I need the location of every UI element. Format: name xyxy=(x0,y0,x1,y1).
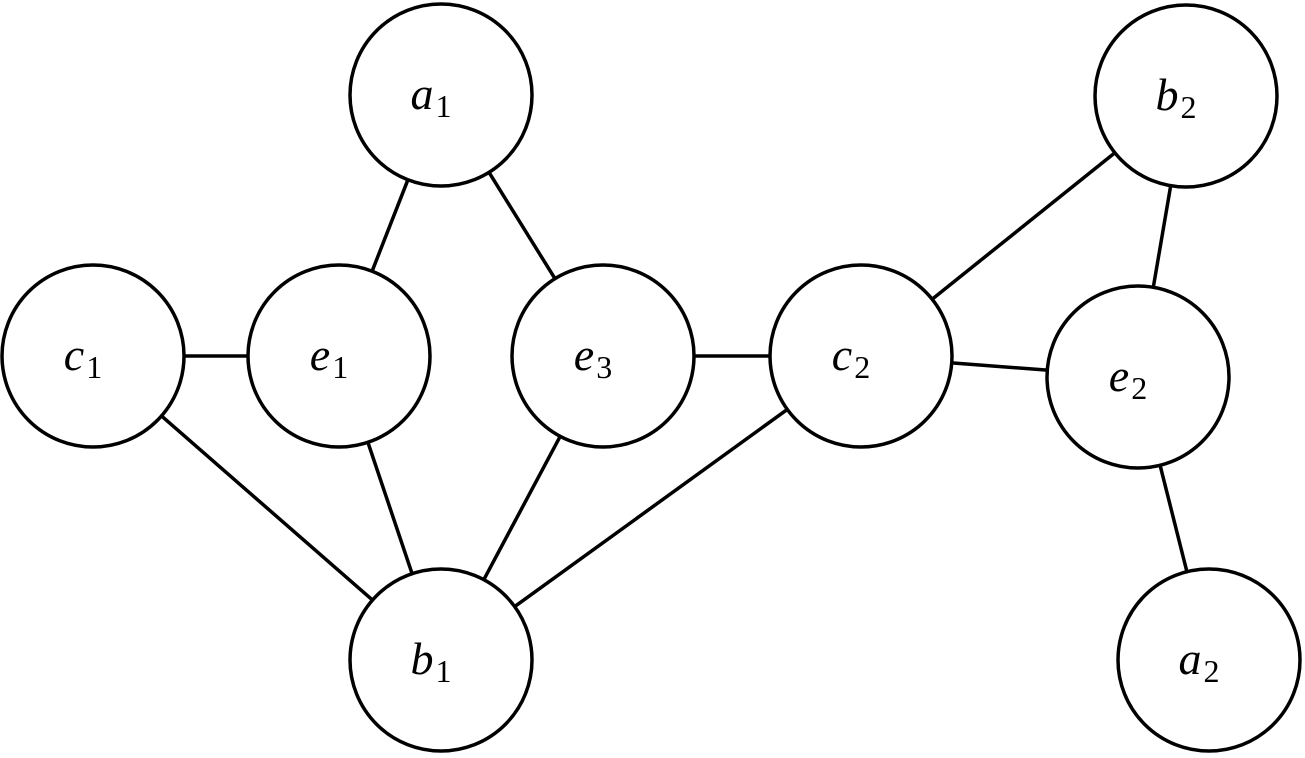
node-label: e2 xyxy=(1109,350,1147,406)
node-circle xyxy=(1116,567,1302,753)
node-letter: a xyxy=(1179,633,1202,684)
node-e2: e2 xyxy=(1045,284,1231,470)
node-label: e3 xyxy=(574,329,612,385)
node-letter: e xyxy=(574,329,594,380)
node-label: b1 xyxy=(411,633,452,689)
node-e1: e1 xyxy=(246,263,432,449)
node-circle xyxy=(1093,3,1279,189)
node-letter: b xyxy=(1156,69,1179,120)
node-letter: a xyxy=(411,68,434,119)
node-letter: c xyxy=(64,329,84,380)
edge-c1-b1 xyxy=(160,414,374,602)
node-letter: b xyxy=(411,633,434,684)
node-circle xyxy=(348,567,534,753)
node-letter: e xyxy=(310,329,330,380)
edge-a1-e3 xyxy=(487,171,557,280)
edge-e2-a2 xyxy=(1158,464,1189,573)
node-subscript: 2 xyxy=(854,349,870,385)
edges-layer xyxy=(160,151,1189,609)
node-circle xyxy=(510,263,696,449)
node-letter: c xyxy=(832,329,852,380)
edge-c2-b1 xyxy=(513,407,789,609)
node-subscript: 2 xyxy=(1204,653,1220,689)
node-a2: a2 xyxy=(1116,567,1302,753)
node-subscript: 2 xyxy=(1131,370,1147,406)
node-subscript: 3 xyxy=(596,349,612,385)
node-subscript: 1 xyxy=(436,653,452,689)
node-label: b2 xyxy=(1156,69,1197,125)
node-c2: c2 xyxy=(768,263,954,449)
node-label: c2 xyxy=(832,329,870,385)
node-label: a1 xyxy=(411,68,452,124)
edge-c2-b2 xyxy=(931,151,1116,301)
edge-b2-e2 xyxy=(1151,185,1173,288)
node-circle xyxy=(0,263,186,449)
node-label: e1 xyxy=(310,329,348,385)
edge-e3-b1 xyxy=(482,435,562,581)
node-circle xyxy=(768,263,954,449)
node-b1: b1 xyxy=(348,567,534,753)
node-label: a2 xyxy=(1179,633,1220,689)
node-c1: c1 xyxy=(0,263,186,449)
node-subscript: 1 xyxy=(86,349,102,385)
node-a1: a1 xyxy=(348,2,534,188)
edge-a1-e1 xyxy=(370,179,410,272)
node-subscript: 1 xyxy=(332,349,348,385)
node-label: c1 xyxy=(64,329,102,385)
node-subscript: 2 xyxy=(1181,89,1197,125)
node-circle xyxy=(1045,284,1231,470)
edge-c2-e2 xyxy=(951,361,1048,372)
node-subscript: 1 xyxy=(436,88,452,124)
node-circle xyxy=(348,2,534,188)
node-e3: e3 xyxy=(510,263,696,449)
node-letter: e xyxy=(1109,350,1129,401)
edge-e1-b1 xyxy=(366,441,414,575)
node-b2: b2 xyxy=(1093,3,1279,189)
node-circle xyxy=(246,263,432,449)
